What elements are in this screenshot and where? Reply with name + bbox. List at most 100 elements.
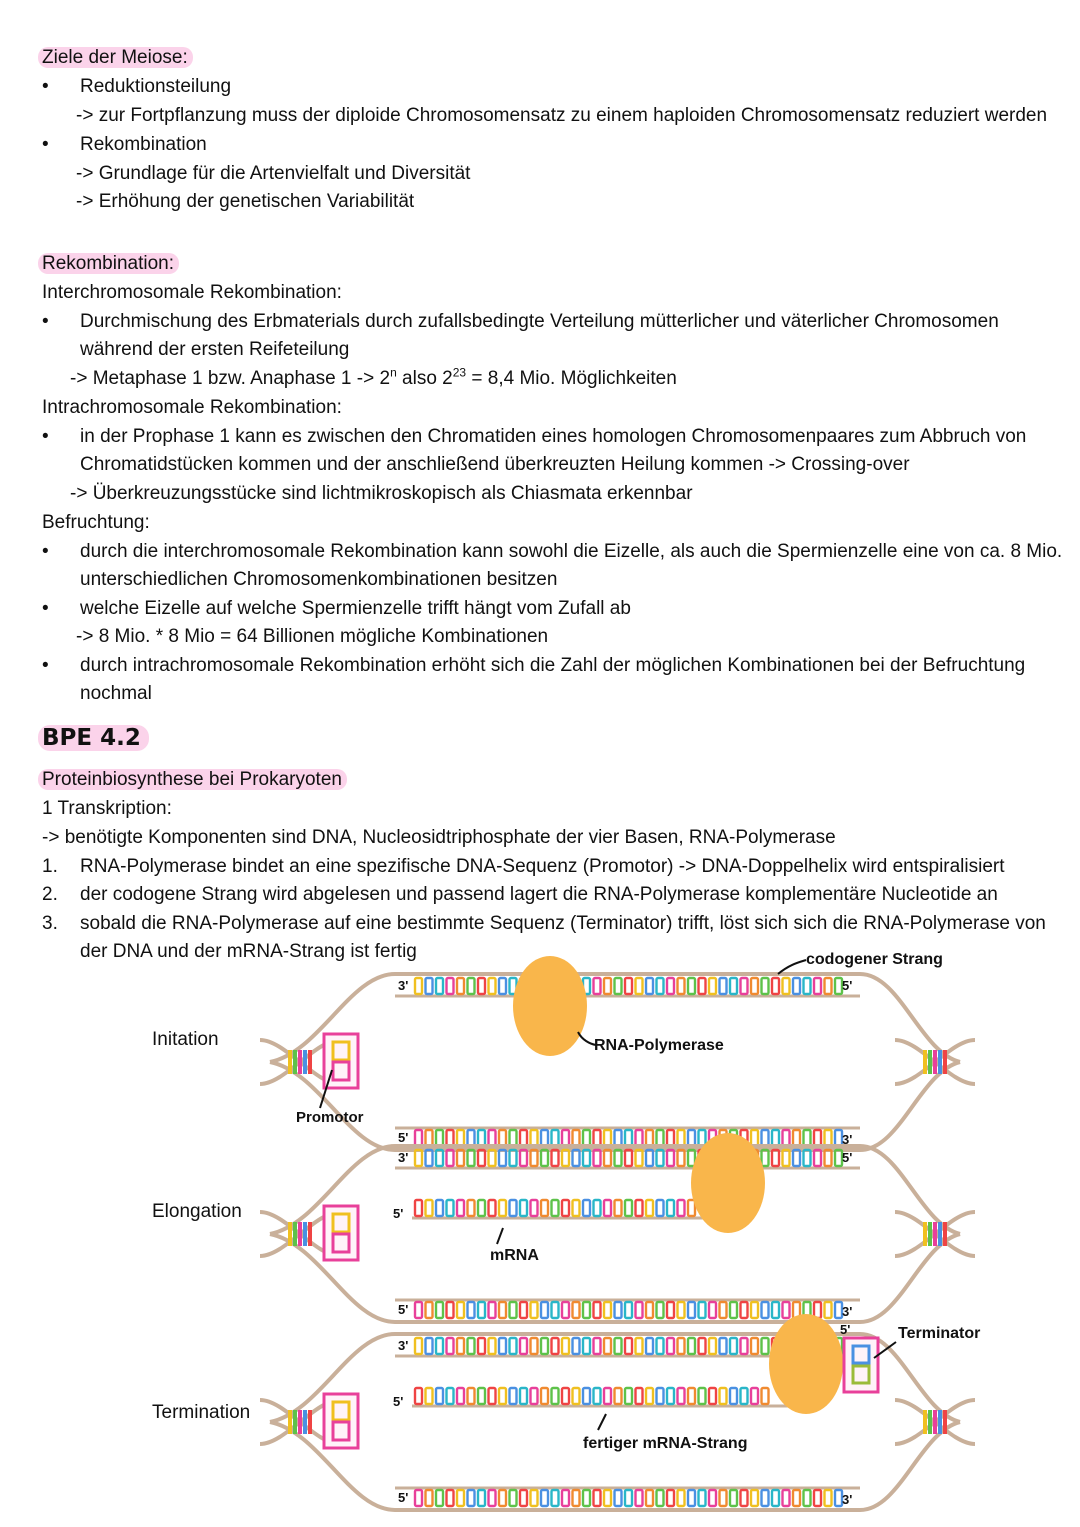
nucleotide	[560, 1300, 571, 1320]
nucleotide	[760, 1148, 770, 1168]
nucleotide	[424, 1300, 434, 1320]
nucleotide	[833, 1300, 844, 1320]
nucleotide	[602, 1198, 613, 1218]
befr-bullet-2-sub: -> 8 Mio. * 8 Mio = 64 Billionen möglich…	[76, 626, 549, 647]
nucleotide	[686, 1488, 697, 1508]
helix-rung	[298, 1410, 302, 1434]
nucleotide	[739, 1488, 749, 1508]
nucleotide	[424, 976, 434, 996]
nucleotide	[833, 976, 844, 996]
nucleotide	[623, 1336, 634, 1356]
nucleotide	[718, 976, 728, 996]
nucleotide	[781, 976, 791, 996]
nucleotide	[529, 1488, 539, 1508]
befr-bullet-2: welche Eizelle auf welche Spermienzelle …	[80, 598, 631, 619]
nucleotide	[434, 1386, 445, 1406]
nucleotide	[571, 1336, 581, 1356]
nucleotide	[770, 1488, 781, 1508]
nucleotide	[592, 1198, 602, 1218]
nucleotide	[802, 1128, 812, 1148]
nucleotide	[592, 1336, 602, 1356]
nucleotide	[529, 1386, 539, 1406]
nucleotide	[655, 1488, 665, 1508]
nucleotide	[581, 1386, 592, 1406]
bullet: •	[42, 655, 49, 676]
nucleotide	[550, 1488, 560, 1508]
nucleotide	[560, 1148, 571, 1168]
nucleotide	[476, 1386, 487, 1406]
nucleotide	[550, 1198, 560, 1218]
nucleotide	[476, 1128, 487, 1148]
bullet: •	[42, 541, 49, 562]
strand-end-label: 5'	[842, 1150, 852, 1165]
nucleotide	[739, 1336, 749, 1356]
nucleotide	[760, 1300, 770, 1320]
nucleotide	[718, 1336, 728, 1356]
nucleotide	[455, 1198, 466, 1218]
nucleotide	[613, 976, 623, 996]
nucleotide	[445, 1128, 455, 1148]
nucleotide	[445, 976, 455, 996]
nucleotide	[550, 1336, 560, 1356]
nucleotide	[634, 1128, 644, 1148]
nucleotide	[707, 1488, 718, 1508]
helix-rung	[938, 1410, 942, 1434]
nucleotide	[749, 1336, 760, 1356]
helix-rung	[943, 1222, 947, 1246]
nucleotide	[812, 1488, 823, 1508]
nucleotide	[508, 1488, 518, 1508]
nucleotide	[424, 1148, 434, 1168]
befr-bullet-3-line-1: durch intrachromosomale Rekombination er…	[80, 655, 1026, 676]
nucleotide	[665, 1386, 676, 1406]
nucleotide	[676, 976, 686, 996]
strand-end-label: 5'	[398, 1302, 408, 1317]
nucleotide	[613, 1300, 623, 1320]
nucleotide	[434, 1300, 445, 1320]
helix-rung	[933, 1222, 937, 1246]
nucleotide	[676, 1300, 686, 1320]
nucleotide	[529, 1300, 539, 1320]
dna-backbone	[269, 1060, 961, 1152]
nucleotide	[749, 1128, 760, 1148]
rna-polymerase	[691, 1133, 765, 1233]
nucleotide	[665, 1198, 676, 1218]
nucleotide	[686, 1198, 697, 1218]
nucleotide	[424, 1488, 434, 1508]
strand-end-label: 5'	[398, 1130, 408, 1145]
nucleotide	[697, 1128, 707, 1148]
nucleotide	[833, 1128, 844, 1148]
nucleotide	[644, 1148, 655, 1168]
nucleotide	[655, 1128, 665, 1148]
strand-end-label: 3'	[398, 978, 408, 993]
nucleotide	[770, 976, 781, 996]
nucleotide	[539, 1386, 550, 1406]
nucleotide	[581, 1488, 592, 1508]
strand-end-label: 5'	[398, 1490, 408, 1505]
nucleotide	[476, 1300, 487, 1320]
label-codogener-strang: codogener Strang	[806, 951, 943, 968]
intra-bullet-line-1: in der Prophase 1 kann es zwischen den C…	[80, 426, 1027, 447]
helix-rung	[933, 1410, 937, 1434]
helix-rung	[288, 1410, 292, 1434]
helix-rung	[293, 1050, 297, 1074]
nucleotide	[644, 1128, 655, 1148]
nucleotide	[602, 1300, 613, 1320]
promotor	[322, 1392, 360, 1450]
label-pointer	[319, 1069, 333, 1109]
nucleotide	[476, 1336, 487, 1356]
nucleotide	[697, 1386, 707, 1406]
nucleotide	[539, 1336, 550, 1356]
nucleotide	[581, 1128, 592, 1148]
nucleotide	[455, 976, 466, 996]
inter-bullet-line-1: Durchmischung des Erbmaterials durch zuf…	[80, 311, 999, 332]
nucleotide	[644, 1198, 655, 1218]
nucleotide	[476, 976, 487, 996]
nucleotide	[823, 1148, 833, 1168]
helix-rung	[303, 1222, 307, 1246]
nucleotide	[781, 1300, 791, 1320]
nucleotide	[623, 1386, 634, 1406]
helix-rung	[303, 1050, 307, 1074]
strand-end-label: 3'	[398, 1150, 408, 1165]
nucleotide	[770, 1300, 781, 1320]
nucleotide	[623, 1488, 634, 1508]
